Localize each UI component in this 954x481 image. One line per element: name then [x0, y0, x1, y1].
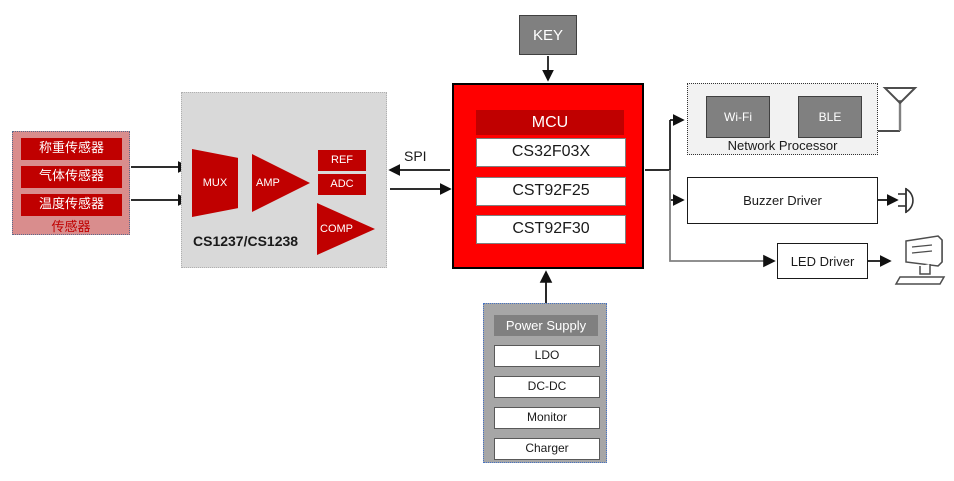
mcu-item-cst92f30[interactable]: CST92F30 — [476, 215, 626, 244]
power-item-monitor[interactable]: Monitor — [494, 407, 600, 429]
power-supply-block: Power Supply LDO DC-DC Monitor Charger — [483, 303, 607, 463]
buzzer-driver-label: Buzzer Driver — [743, 193, 822, 208]
mux-block[interactable]: MUX — [192, 149, 238, 217]
ref-block[interactable]: REF — [318, 150, 366, 171]
power-item-ldo[interactable]: LDO — [494, 345, 600, 367]
adc-block[interactable]: ADC — [318, 174, 366, 195]
mcu-block: MCU CS32F03X CST92F25 CST92F30 — [452, 83, 644, 269]
network-processor-caption: Network Processor — [727, 138, 838, 153]
ble-block[interactable]: BLE — [798, 96, 862, 138]
sensor-item-gas[interactable]: 气体传感器 — [21, 166, 122, 188]
network-processor-block: Wi-Fi BLE Network Processor — [687, 83, 878, 155]
key-label: KEY — [532, 26, 563, 44]
power-item-charger[interactable]: Charger — [494, 438, 600, 460]
comp-label: COMP — [320, 223, 353, 235]
buzzer-driver-block[interactable]: Buzzer Driver — [687, 177, 878, 224]
amp-label: AMP — [256, 177, 280, 189]
afe-part-label: CS1237/CS1238 — [193, 233, 299, 249]
power-supply-title: Power Supply — [494, 315, 598, 336]
spi-bus-label: SPI — [404, 148, 427, 164]
sensor-item-weight[interactable]: 称重传感器 — [21, 138, 122, 160]
wifi-block[interactable]: Wi-Fi — [706, 96, 770, 138]
mux-label: MUX — [202, 177, 228, 189]
led-driver-label: LED Driver — [790, 253, 855, 269]
key-block[interactable]: KEY — [519, 15, 577, 55]
mcu-item-cs32f03x[interactable]: CS32F03X — [476, 138, 626, 167]
sensor-group: 称重传感器 气体传感器 温度传感器 传感器 — [12, 131, 130, 235]
mcu-title: MCU — [476, 110, 624, 135]
led-driver-block[interactable]: LED Driver — [777, 243, 868, 279]
sensor-group-caption: 传感器 — [51, 220, 91, 235]
sensor-item-temperature[interactable]: 温度传感器 — [21, 194, 122, 216]
power-item-dcdc[interactable]: DC-DC — [494, 376, 600, 398]
mcu-item-cst92f25[interactable]: CST92F25 — [476, 177, 626, 206]
